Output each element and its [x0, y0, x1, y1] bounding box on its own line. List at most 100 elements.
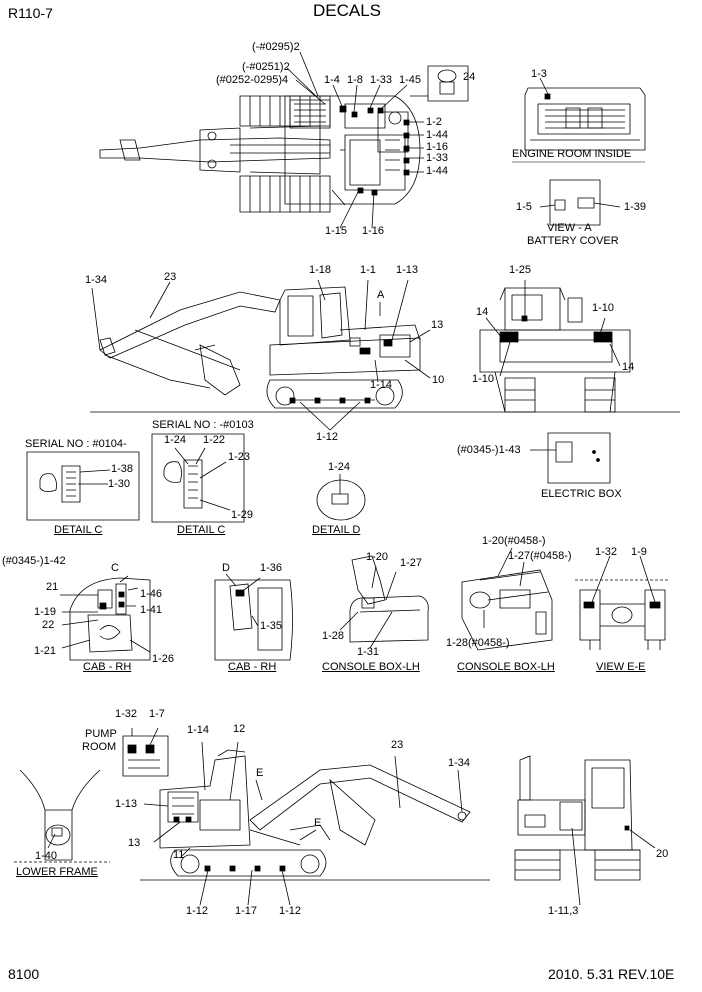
label-room: ROOM: [82, 741, 117, 753]
cab-rh1-drawing: [60, 576, 150, 660]
cab-rh2-drawing: [215, 574, 293, 660]
console-box2-drawing: [462, 548, 552, 650]
engine-room-inside-drawing: [512, 78, 645, 162]
callout-1-19: 1-19: [34, 606, 57, 618]
callout-1-27: 1-27: [400, 557, 423, 569]
callout-1-27-0458: 1-27(#0458-): [508, 550, 572, 562]
plan-view-drawing: [100, 52, 468, 228]
lower-frame-drawing: [14, 770, 110, 862]
callout-1-45: 1-45: [399, 74, 422, 86]
callout-1-24-dd: 1-24: [328, 461, 351, 473]
callout-1-28: 1-28: [322, 630, 345, 642]
callout-a: A: [377, 289, 385, 301]
callout-1-5: 1-5: [516, 201, 532, 213]
label-view-ee: VIEW E-E: [596, 661, 646, 673]
label-view-a: VIEW - A: [547, 222, 592, 234]
callout-1-36: 1-36: [260, 562, 283, 574]
callout-20: 20: [656, 848, 669, 860]
label-engine-room-inside: ENGINE ROOM INSIDE: [512, 148, 632, 160]
label-detail-c-2: DETAIL C: [177, 524, 226, 536]
callout-1-14-side: 1-14: [370, 379, 393, 391]
callout-1-32-pump: 1-32: [115, 708, 138, 720]
callout-1-33: 1-33: [370, 74, 393, 86]
callout-12: 12: [233, 723, 246, 735]
callout-c: C: [111, 562, 119, 574]
callout-1-38: 1-38: [111, 463, 134, 475]
callout-1-25: 1-25: [509, 264, 532, 276]
callout-1-13-bottom: 1-13: [115, 798, 138, 810]
view-ee-drawing: [575, 556, 670, 650]
callout-1-12-b: 1-12: [279, 905, 302, 917]
callout-1-30: 1-30: [108, 478, 131, 490]
callout-1-39: 1-39: [624, 201, 647, 213]
label-serial-1: SERIAL NO : #0104-: [25, 438, 127, 450]
callout-1-35: 1-35: [260, 620, 283, 632]
label-console-box-1: CONSOLE BOX-LH: [322, 661, 420, 673]
callout-24: 24: [463, 71, 476, 83]
callout-1-13-side: 1-13: [396, 264, 419, 276]
callout-23-side: 23: [164, 271, 177, 283]
rear-view-drawing: [480, 280, 630, 412]
callout-1-12-a: 1-12: [186, 905, 209, 917]
label-cab-rh-2: CAB - RH: [228, 661, 277, 673]
callout-1-29: 1-29: [231, 509, 254, 521]
callout-13-side: 13: [431, 319, 444, 331]
callout-e-1: E: [256, 767, 264, 779]
callout-1-31: 1-31: [357, 646, 380, 658]
detail-c1-drawing: [27, 452, 139, 520]
page-title: DECALS: [313, 1, 382, 20]
callout-1-43: (#0345-)1-43: [457, 444, 521, 456]
callout-1-42: (#0345-)1-42: [2, 555, 66, 567]
callout-1-22: 1-22: [203, 434, 226, 446]
label-cab-rh-1: CAB - RH: [83, 661, 132, 673]
callout-1-44-b: 1-44: [426, 165, 449, 177]
label-lower-frame: LOWER FRAME: [16, 866, 98, 878]
callout-10: 10: [432, 374, 445, 386]
callout-1-41: 1-41: [140, 604, 163, 616]
callout-21: 21: [46, 581, 59, 593]
callout-4: (#0252-0295)4: [216, 74, 289, 86]
callout-1-16-a: 1-16: [426, 141, 449, 153]
callout-e-2: E: [314, 817, 322, 829]
callout-1-20: 1-20: [366, 551, 389, 563]
battery-cover-drawing: [540, 180, 620, 225]
callout-1-10-a: 1-10: [592, 302, 615, 314]
page-number: 8100: [8, 966, 40, 982]
callout-1-34-bottom: 1-34: [448, 757, 471, 769]
callout-2-0295: (-#0295)2: [252, 41, 300, 53]
callout-d: D: [222, 562, 230, 574]
model-number: R110-7: [8, 5, 53, 21]
label-console-box-2: CONSOLE BOX-LH: [457, 661, 555, 673]
label-detail-c-1: DETAIL C: [54, 524, 103, 536]
label-detail-d: DETAIL D: [312, 524, 361, 536]
callout-11: 11: [173, 849, 185, 861]
callout-1-44-a: 1-44: [426, 129, 449, 141]
callout-1-24-dc: 1-24: [164, 434, 187, 446]
callout-1-8: 1-8: [347, 74, 363, 86]
callout-1-15: 1-15: [325, 225, 348, 237]
callout-1-16-b: 1-16: [362, 225, 385, 237]
callout-1-14-bottom: 1-14: [187, 724, 210, 736]
callout-1-20-0458: 1-20(#0458-): [482, 535, 546, 547]
callout-1-26: 1-26: [152, 653, 175, 665]
side-view-drawing: [90, 280, 680, 430]
label-battery-cover: BATTERY COVER: [527, 235, 619, 247]
callout-1-4: 1-4: [324, 74, 340, 86]
callout-1-23: 1-23: [228, 451, 251, 463]
callout-2-0251: (-#0251)2: [242, 61, 290, 73]
detail-d-drawing: [317, 474, 365, 520]
callout-1-9: 1-9: [631, 546, 647, 558]
callout-1-7: 1-7: [149, 708, 165, 720]
callout-1-1: 1-1: [360, 264, 376, 276]
callout-14-b: 14: [622, 361, 635, 373]
callout-1-40: 1-40: [35, 850, 58, 862]
callout-1-21: 1-21: [34, 645, 57, 657]
callout-1-33-b: 1-33: [426, 152, 449, 164]
revision-date: 2010. 5.31 REV.10E: [548, 966, 675, 982]
callout-1-3: 1-3: [531, 68, 547, 80]
label-pump: PUMP: [85, 728, 117, 740]
callout-22: 22: [42, 619, 55, 631]
label-serial-2: SERIAL NO : -#0103: [152, 419, 254, 431]
callout-1-18: 1-18: [309, 264, 332, 276]
